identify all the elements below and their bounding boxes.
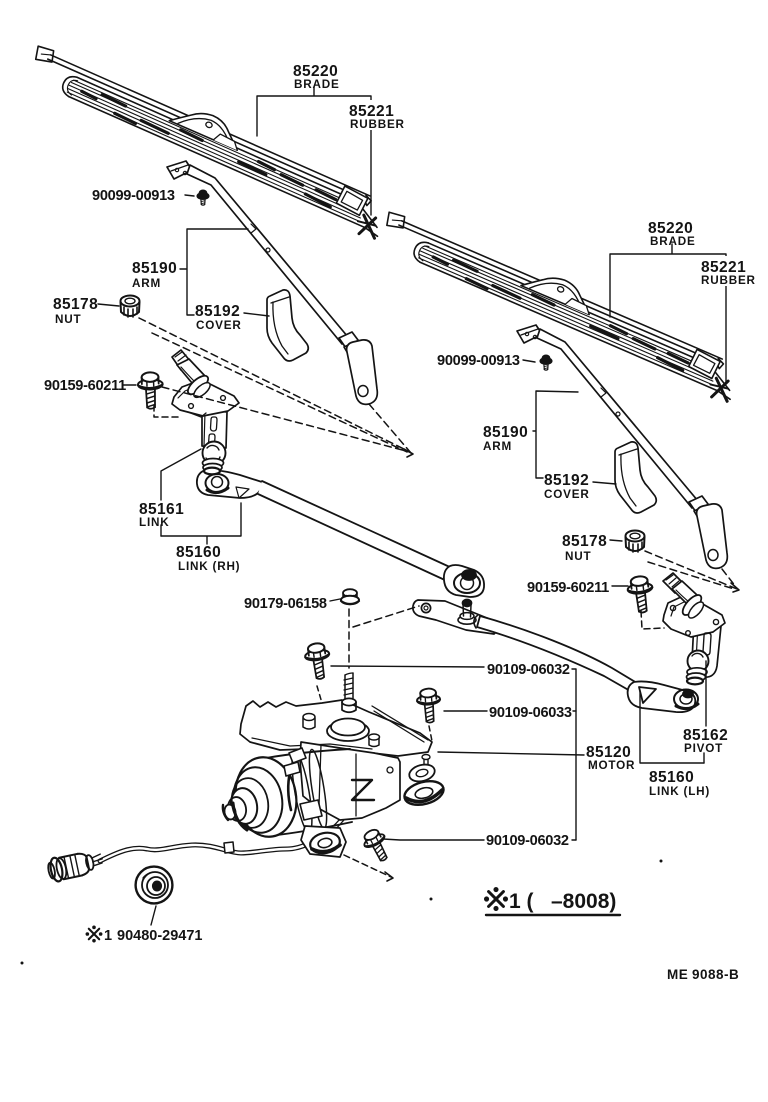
svg-text:90179-06158: 90179-06158	[244, 596, 327, 612]
svg-text:85192: 85192	[195, 303, 240, 320]
svg-text:ME: ME	[667, 967, 688, 982]
svg-text:85192: 85192	[544, 472, 589, 489]
svg-text:COVER: COVER	[544, 488, 590, 501]
svg-text:RUBBER: RUBBER	[701, 274, 756, 287]
svg-text:RUBBER: RUBBER	[350, 118, 405, 131]
svg-text:90480-29471: 90480-29471	[117, 928, 202, 944]
svg-text:LINK (LH): LINK (LH)	[649, 785, 710, 798]
svg-text:85160: 85160	[649, 769, 694, 786]
svg-text:85221: 85221	[349, 103, 394, 120]
svg-text:85190: 85190	[132, 260, 177, 277]
svg-text:85220: 85220	[648, 220, 693, 237]
svg-text:85178: 85178	[53, 296, 98, 313]
svg-text:COVER: COVER	[196, 319, 242, 332]
svg-text:BRADE: BRADE	[650, 235, 696, 248]
svg-text:85220: 85220	[293, 63, 338, 80]
svg-text:90159-60211: 90159-60211	[527, 580, 609, 596]
svg-text:85221: 85221	[701, 259, 746, 276]
svg-text:PIVOT: PIVOT	[684, 742, 723, 755]
svg-text:9088-B: 9088-B	[692, 967, 739, 982]
svg-text:90099-00913: 90099-00913	[437, 353, 520, 369]
svg-text:BRADE: BRADE	[294, 78, 340, 91]
svg-text:ARM: ARM	[483, 440, 512, 453]
svg-text:NUT: NUT	[565, 550, 591, 563]
svg-text:90099-00913: 90099-00913	[92, 188, 175, 204]
svg-text:NUT: NUT	[55, 313, 81, 326]
svg-text:MOTOR: MOTOR	[588, 759, 635, 772]
svg-text:85178: 85178	[562, 533, 607, 550]
svg-text:1: 1	[104, 928, 112, 944]
svg-text:1 (: 1 (	[509, 890, 534, 913]
svg-text:90109-06032: 90109-06032	[487, 662, 570, 678]
svg-text:90159-60211: 90159-60211	[44, 378, 126, 394]
svg-text:85162: 85162	[683, 727, 728, 744]
svg-text:85120: 85120	[586, 744, 631, 761]
svg-text:85190: 85190	[483, 424, 528, 441]
svg-text:ARM: ARM	[132, 277, 161, 290]
svg-text:85161: 85161	[139, 501, 184, 518]
svg-text:85160: 85160	[176, 544, 221, 561]
svg-text:90109-06032: 90109-06032	[486, 833, 569, 849]
svg-text:LINK (RH): LINK (RH)	[178, 560, 240, 573]
svg-text:90109-06033: 90109-06033	[489, 705, 572, 721]
svg-text:LINK: LINK	[139, 516, 169, 529]
svg-text:–8008): –8008)	[551, 890, 616, 913]
